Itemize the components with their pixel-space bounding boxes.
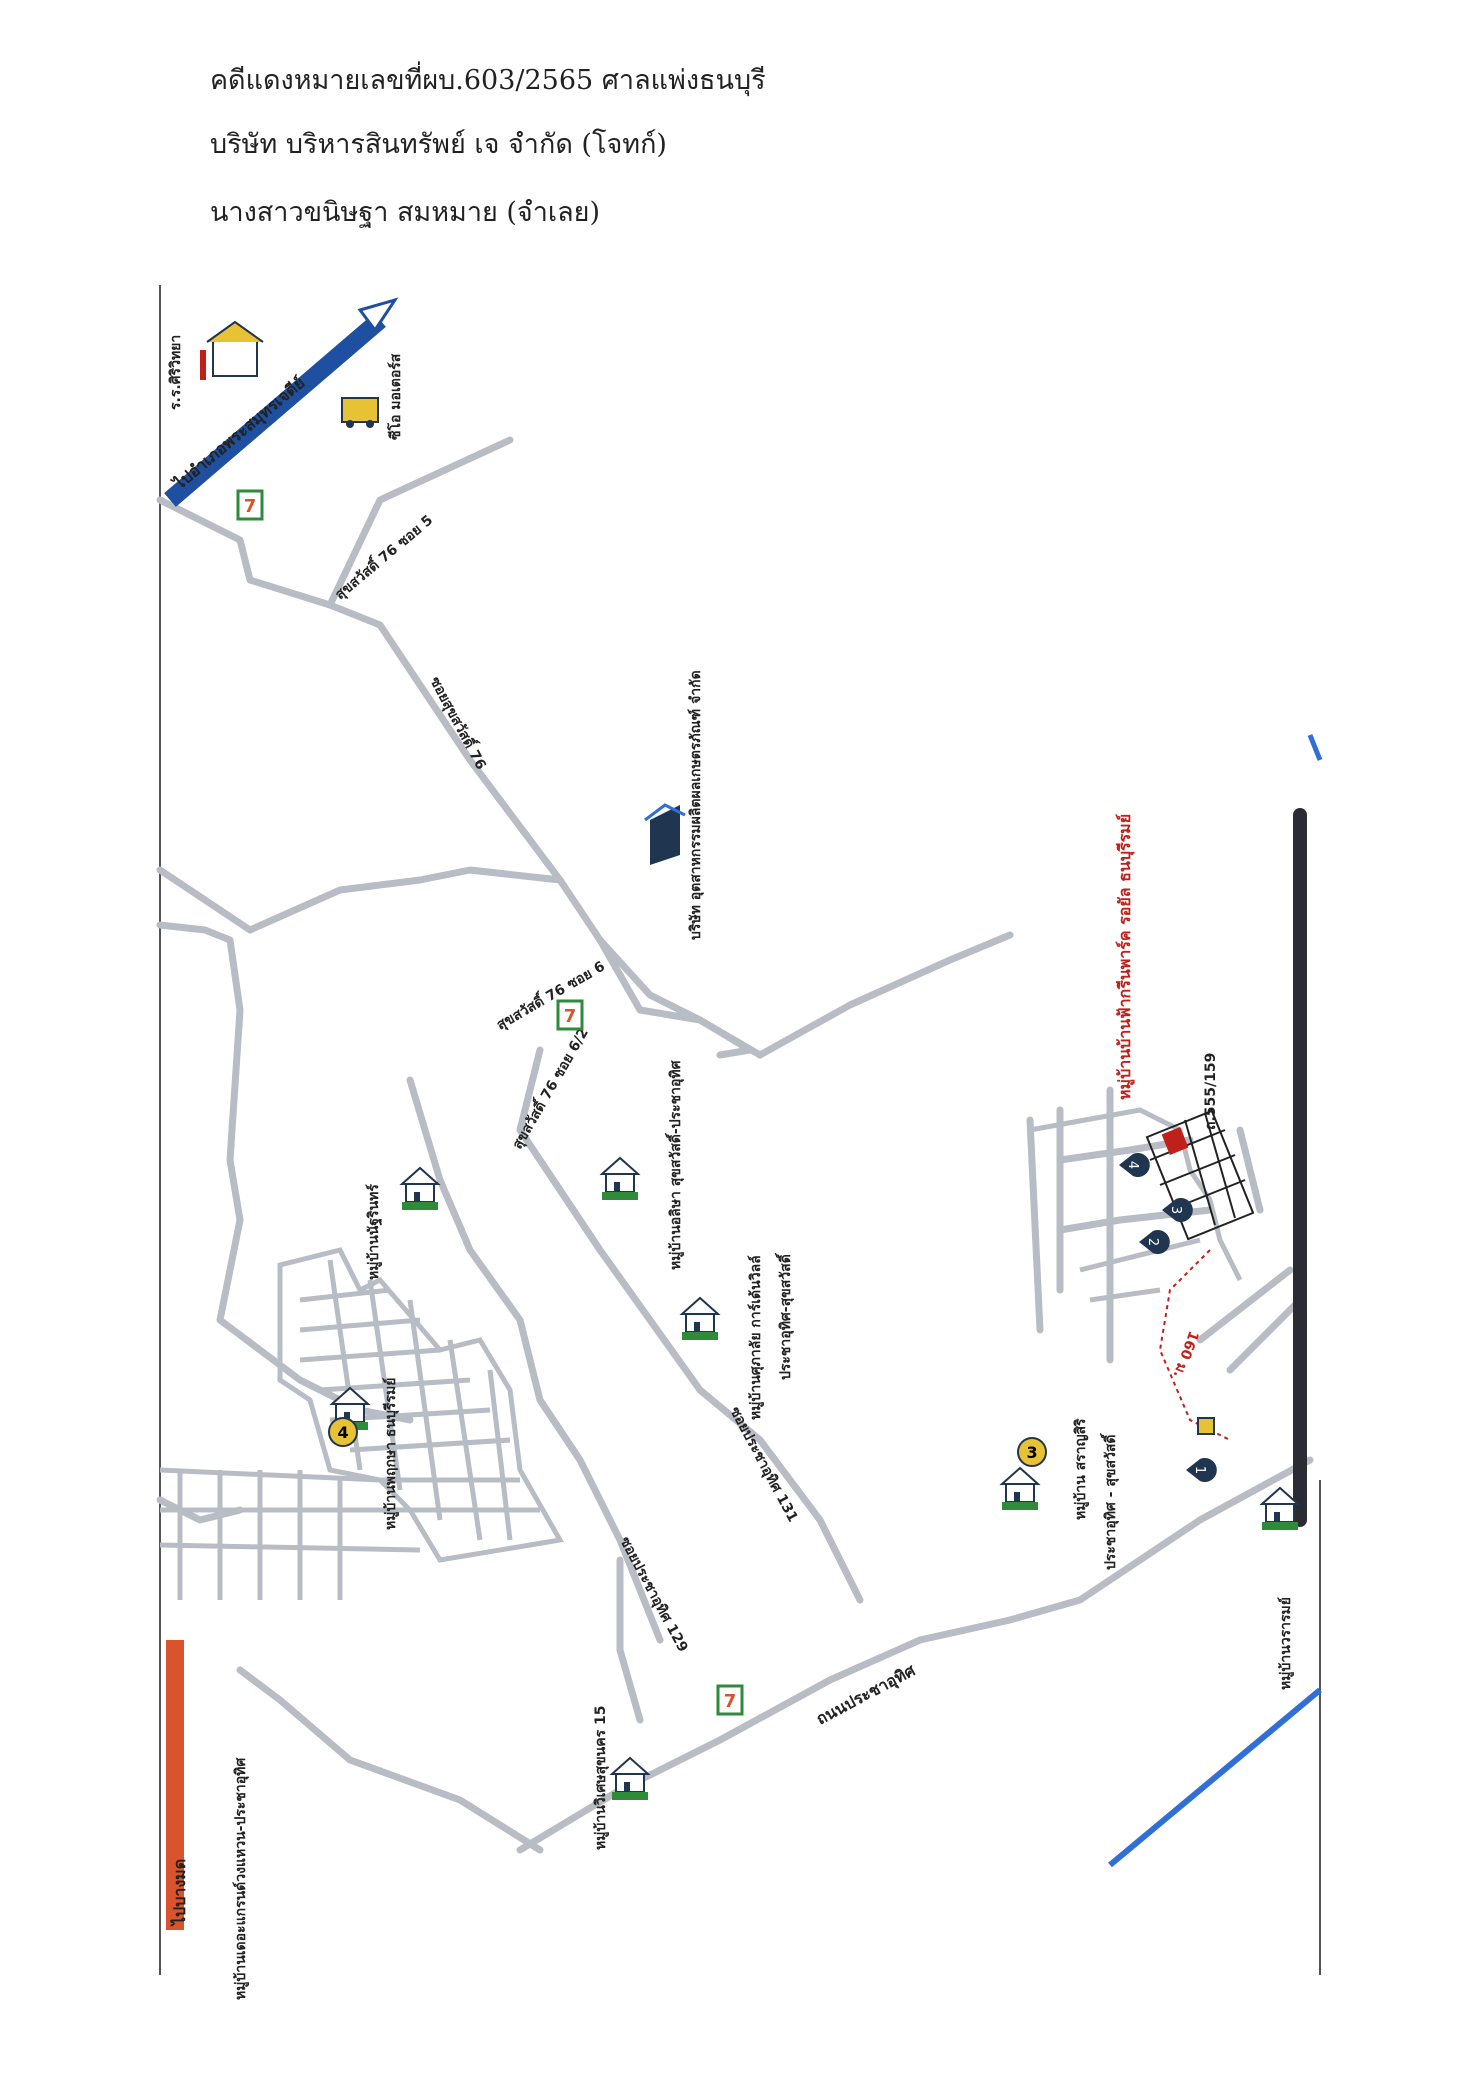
- road-network: [156, 436, 1314, 1854]
- location-pin-icon: 4: [1119, 1153, 1150, 1177]
- defendant-line: นางสาวขนิษฐา สมหมาย (จำเลย): [210, 197, 601, 228]
- label-pracha-uthit: ถนนประชาอุทิศ: [813, 1660, 919, 1729]
- label-to-samut-chedi: ไปอำเภอพระสมุทรเจดีย์: [169, 373, 309, 495]
- svg-text:4: 4: [1125, 1161, 1140, 1169]
- label-village-wisetsuk: หมู่บ้านวิเศษสุขนคร 15: [593, 1706, 609, 1850]
- label-soi76-6-2: สุขสวัสดิ์ 76 ซอย 6/2: [506, 1023, 592, 1152]
- target-plot-highlight: [1161, 1127, 1189, 1155]
- seven-eleven-icon: [716, 1684, 744, 1716]
- label-soi76-6: สุขสวัสดิ์ 76 ซอย 6: [492, 955, 608, 1033]
- village-house-icon: [1261, 1487, 1299, 1531]
- blue-road-segment: [1108, 1687, 1322, 1868]
- seven-eleven-icon: [556, 999, 584, 1031]
- gate-icon: [1197, 1417, 1215, 1435]
- label-distance: 160 ม.: [1170, 1329, 1202, 1380]
- label-village-supalai-1: หมู่บ้านศุภาลัย การ์เด้นวิลล์: [747, 1255, 764, 1420]
- label-village-pruksa: หมู่บ้านพฤกษา ธนบุรีรมย์: [382, 1378, 399, 1530]
- to-samut-chedi-arrow: [164, 313, 386, 507]
- svg-text:2: 2: [1145, 1238, 1160, 1246]
- location-pin-icon: 2: [1139, 1230, 1170, 1254]
- label-village-supalai-2: ประชาอุทิศ-สุขสวัสดิ์: [774, 1252, 794, 1380]
- blue-road-top: [1307, 734, 1323, 761]
- label-to-bang-mot: ไปบางมด: [170, 1859, 189, 1927]
- car-dealer-icon: [341, 397, 379, 428]
- label-village-lisa: หมู่บ้านอลิษา สุขสวัสดิ์-ประชาอุทิศ: [664, 1059, 684, 1270]
- village-house-icon: [611, 1757, 649, 1801]
- label-plot: ถ.555/159: [1203, 1053, 1219, 1130]
- factory-icon: [644, 803, 686, 865]
- label-company: บริษัท อุตสาหกรรมผลิตผลเกษตรภัณฑ์ จำกัด: [687, 670, 704, 940]
- label-village-saransiri-1: หมู่บ้าน สราญสิริ: [1073, 1418, 1089, 1520]
- location-pin-icon: 3: [1162, 1198, 1193, 1222]
- case-number-line: คดีแดงหมายเลขที่ผบ.603/2565 ศาลแพ่งธนบุร…: [210, 65, 766, 96]
- location-pin-icon: 1: [1186, 1458, 1217, 1482]
- label-target-village: หมู่บ้านบ้านฟ้ากรีนพาร์ค รอยัล ธนบุรีรมย…: [1115, 814, 1136, 1100]
- svg-text:3: 3: [1026, 1443, 1037, 1462]
- school-icon: [200, 320, 264, 380]
- label-village-gateway: หมู่บ้านเดอะแกรนด์วงแหวน-ประชาอุทิศ: [232, 1757, 249, 2000]
- label-soi76-5: สุขสวัสดิ์ 76 ซอย 5: [330, 509, 436, 603]
- label-soi76: ซอยสุขสวัสดิ์ 76: [426, 672, 492, 772]
- arrow-head-icon: [357, 297, 399, 333]
- svg-text:1: 1: [1192, 1466, 1207, 1474]
- label-village-warom: หมู่บ้านวรารมย์: [1277, 1597, 1294, 1690]
- svg-text:4: 4: [337, 1423, 348, 1442]
- label-school: ร.ร.ศิริวิทยา: [168, 335, 184, 410]
- badge-3-icon: 3: [1017, 1437, 1047, 1467]
- svg-text:3: 3: [1168, 1206, 1183, 1214]
- label-village-nattarin: หมู่บ้านนัฐรินทร์: [365, 1184, 383, 1280]
- village-house-icon: [1001, 1467, 1039, 1511]
- village-house-icon: [681, 1297, 719, 1341]
- label-village-saransiri-2: ประชาอุทิศ - สุขสวัสดิ์: [1099, 1433, 1119, 1570]
- label-soi129: ซอยประชาอุทิศ 129: [616, 1534, 690, 1655]
- village-house-icon: [401, 1167, 439, 1211]
- label-soi131: ซอยประชาอุทิศ 131: [726, 1404, 800, 1525]
- label-cio: ซีโอ มอเตอร์ส: [386, 353, 404, 440]
- seven-eleven-icon: [236, 489, 264, 521]
- village-house-icon: [601, 1157, 639, 1201]
- target-plot-grid: [1145, 1109, 1255, 1241]
- pruksa-village-grid: [159, 1247, 564, 1600]
- badge-4-icon: 4: [328, 1417, 358, 1447]
- target-village-grid: [1029, 1107, 1243, 1303]
- plaintiff-line: บริษัท บริหารสินทรัพย์ เจ จำกัด (โจทก์): [210, 129, 667, 160]
